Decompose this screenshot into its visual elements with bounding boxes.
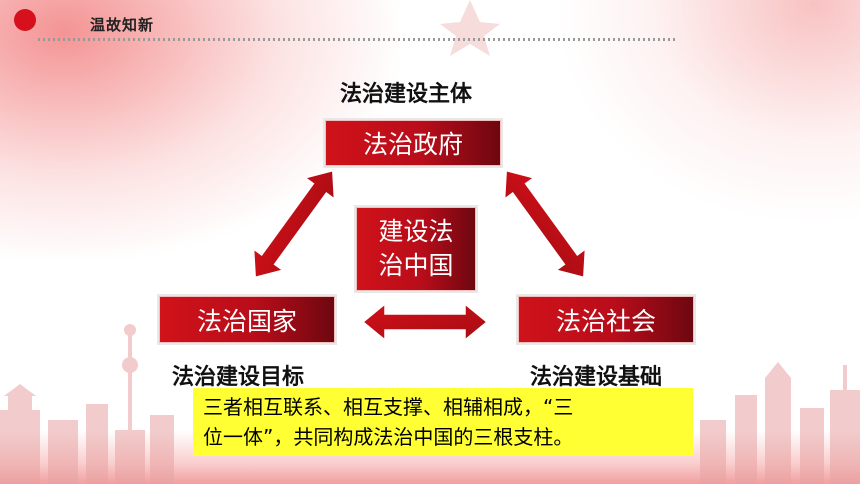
label-construction-goal: 法治建设目标 xyxy=(172,365,305,390)
center-line-1: 建设法 xyxy=(378,217,454,246)
header-dot-icon xyxy=(14,9,36,31)
node-build-rule-of-law-china: 建设法 治中国 xyxy=(356,207,476,291)
arrow-government-society xyxy=(503,169,587,279)
node-rule-of-law-government: 法治政府 xyxy=(325,120,501,166)
center-line-2: 治中国 xyxy=(378,251,454,280)
header-title: 温故知新 xyxy=(90,16,155,34)
label-construction-foundation: 法治建设基础 xyxy=(530,365,663,390)
summary-line-2: 位一体”，共同构成法治中国的三根支柱。 xyxy=(203,425,574,449)
arrow-country-society xyxy=(361,302,489,342)
background-glow-right xyxy=(560,0,860,220)
header-divider xyxy=(38,38,678,41)
label-construction-subject: 法治建设主体 xyxy=(340,82,473,107)
summary-highlight-box: 三者相互联系、相互支撑、相辅相成，“三 位一体”，共同构成法治中国的三根支柱。 xyxy=(193,388,693,456)
arrow-government-country xyxy=(252,169,336,279)
header-bar: 温故知新 xyxy=(0,0,860,46)
summary-line-1: 三者相互联系、相互支撑、相辅相成，“三 xyxy=(203,395,574,419)
node-rule-of-law-society: 法治社会 xyxy=(518,296,694,343)
node-rule-of-law-country: 法治国家 xyxy=(159,296,335,343)
